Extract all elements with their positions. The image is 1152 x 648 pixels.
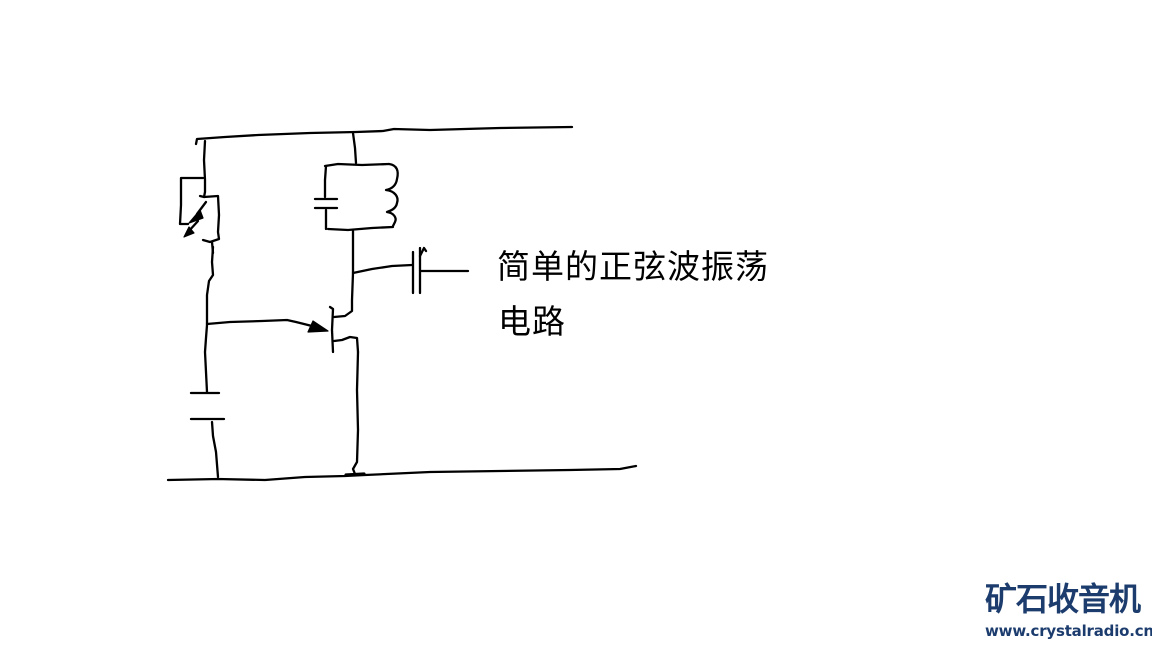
tank-capacitor-symbol — [313, 197, 339, 210]
transistor-symbol — [178, 176, 221, 255]
caption-line-1: 简单的正弦波振荡 — [497, 247, 769, 286]
watermark-logo-text: 矿石收音机 — [985, 580, 1141, 618]
caption-line-2: 电路 — [498, 302, 566, 341]
left-drop-wire — [198, 139, 207, 199]
inductor-coil-symbol — [384, 162, 399, 228]
battery-symbol — [189, 391, 226, 479]
gate-arrow-wire — [205, 318, 329, 333]
emitter-arrow-icon — [183, 200, 208, 238]
source-drop-wire — [344, 350, 366, 477]
top-rail-wire — [194, 125, 574, 146]
coupling-capacitor-symbol — [351, 246, 470, 295]
watermark-site-url: www.crystalradio.cn — [985, 622, 1152, 640]
left-vertical-wire — [203, 245, 215, 394]
bottom-rail-wire — [166, 464, 638, 482]
lc-tank — [313, 131, 399, 232]
fet-transistor-symbol — [328, 229, 360, 354]
